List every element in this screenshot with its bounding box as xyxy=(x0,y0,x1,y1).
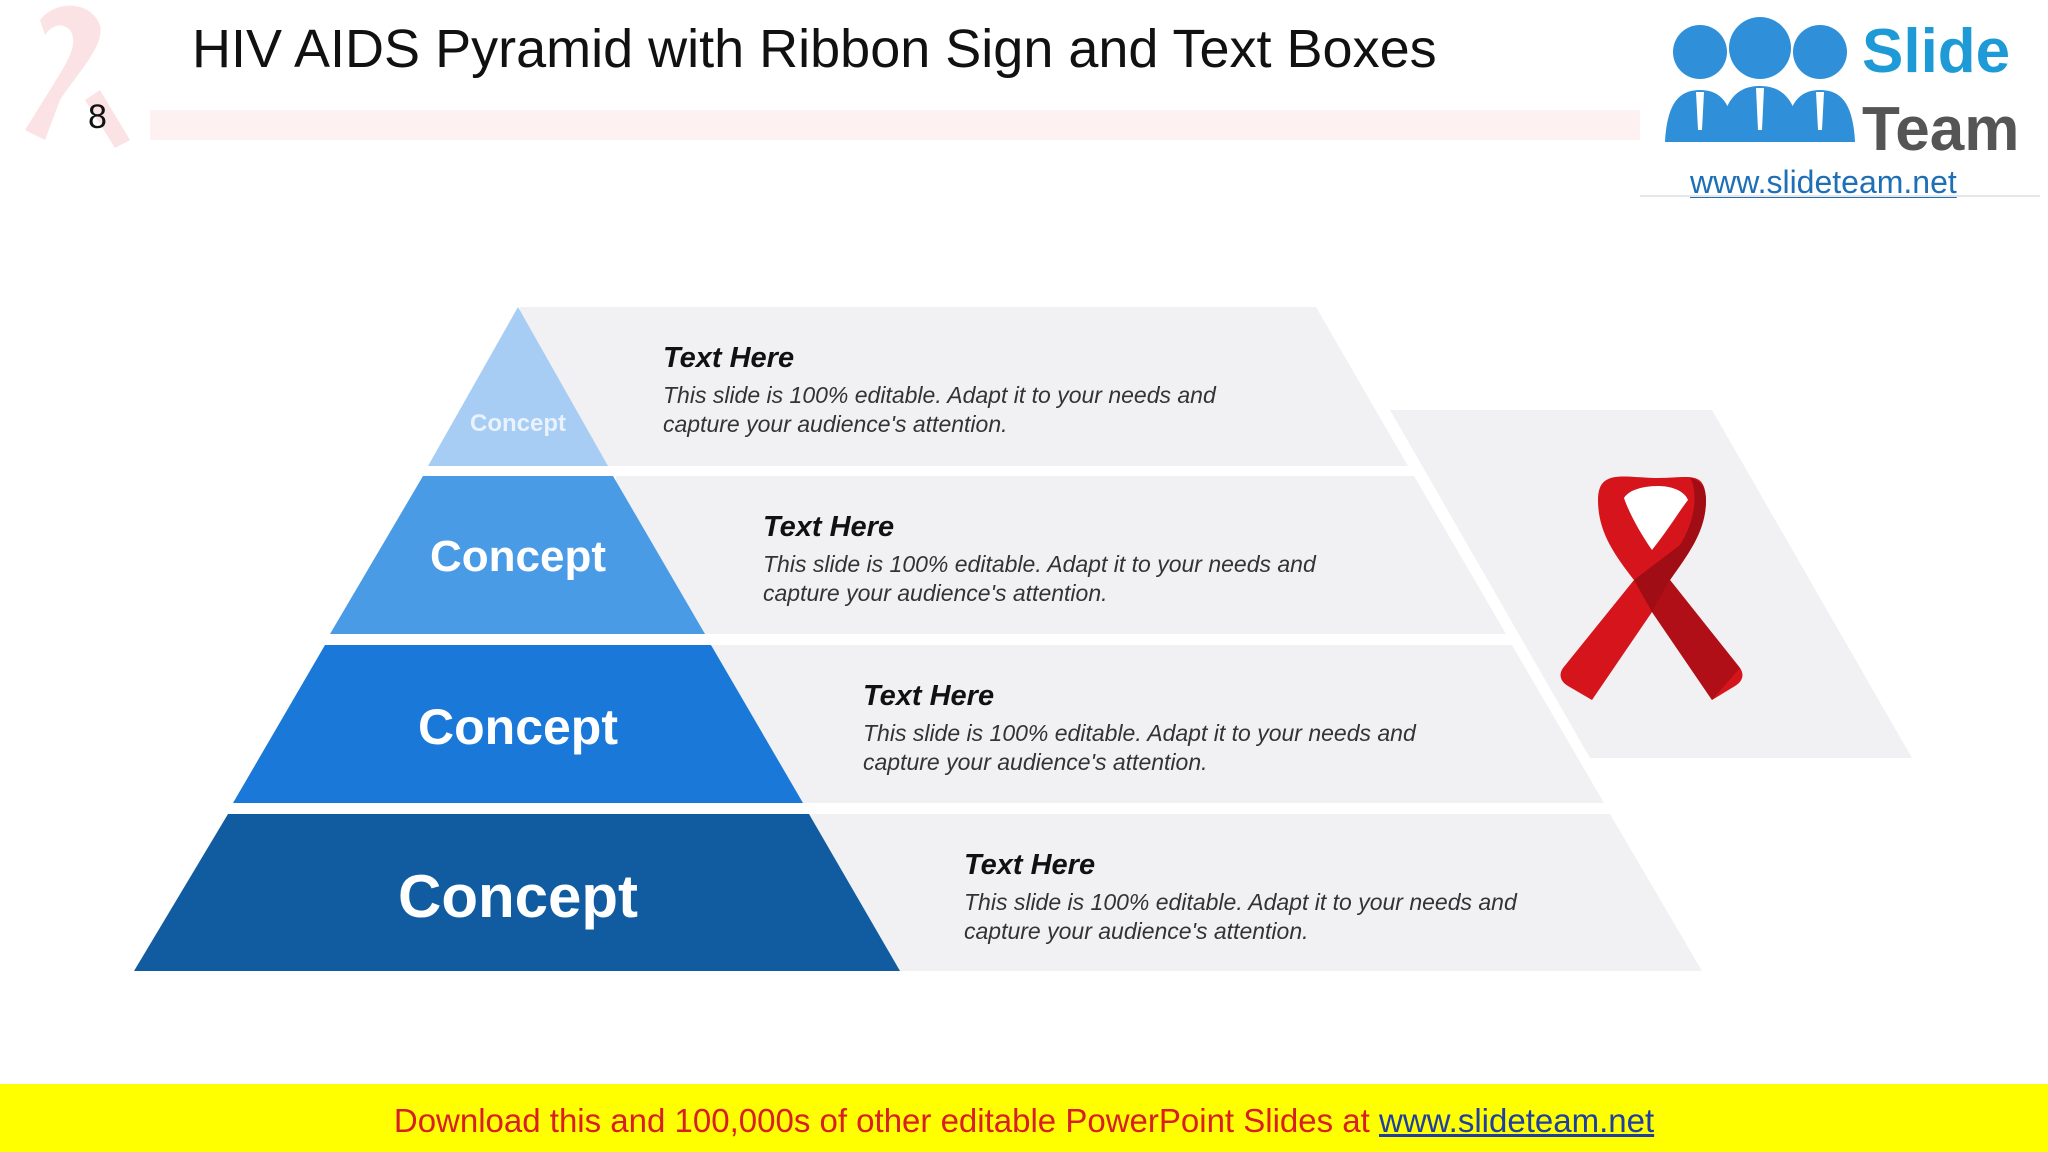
pyramid-tier-1 xyxy=(428,307,608,466)
text-box-4: Text Here This slide is 100% editable. A… xyxy=(964,849,1584,946)
text-box-2: Text Here This slide is 100% editable. A… xyxy=(763,511,1383,608)
logo-url-link[interactable]: www.slideteam.net xyxy=(1690,164,1957,200)
concept-label-3: Concept xyxy=(418,699,618,755)
concept-label-1: Concept xyxy=(470,410,566,437)
text-box-heading: Text Here xyxy=(964,849,1096,881)
logo-word-slide: Slide xyxy=(1862,17,2011,86)
text-box-1: Text Here This slide is 100% editable. A… xyxy=(663,342,1283,439)
text-box-body: This slide is 100% editable. Adapt it to… xyxy=(964,889,1517,944)
faint-ribbon-watermark-icon xyxy=(25,5,130,148)
slide-number: 8 xyxy=(88,98,107,136)
text-box-body: This slide is 100% editable. Adapt it to… xyxy=(763,551,1316,606)
red-ribbon-icon xyxy=(1560,476,1743,700)
page-title: HIV AIDS Pyramid with Ribbon Sign and Te… xyxy=(192,19,1437,79)
text-box-body: This slide is 100% editable. Adapt it to… xyxy=(663,382,1216,437)
footer-banner xyxy=(0,1084,2048,1152)
text-box-heading: Text Here xyxy=(763,511,895,543)
pyramid-tier-3 xyxy=(233,645,803,803)
footer-message: Download this and 100,000s of other edit… xyxy=(393,1102,1379,1139)
text-box-heading: Text Here xyxy=(663,342,795,374)
footer-text: Download this and 100,000s of other edit… xyxy=(0,1102,2048,1140)
pyramid-tier-4 xyxy=(134,814,900,971)
text-panel-4 xyxy=(808,814,1702,971)
text-box-3: Text Here This slide is 100% editable. A… xyxy=(863,680,1483,777)
people-group-icon xyxy=(1665,17,1855,142)
text-panel-2 xyxy=(616,476,1506,634)
concept-label-4: Concept xyxy=(398,863,638,930)
header-accent-bar xyxy=(150,110,1650,140)
pyramid-tier-2 xyxy=(330,476,705,634)
text-panel-3 xyxy=(712,645,1604,803)
footer-link[interactable]: www.slideteam.net xyxy=(1379,1102,1655,1139)
text-box-heading: Text Here xyxy=(863,680,995,712)
concept-label-2: Concept xyxy=(430,532,606,581)
text-panel-1 xyxy=(520,307,1408,466)
text-box-body: This slide is 100% editable. Adapt it to… xyxy=(863,720,1416,775)
logo-word-team: Team xyxy=(1862,95,2020,164)
logo-divider xyxy=(1640,195,2040,197)
